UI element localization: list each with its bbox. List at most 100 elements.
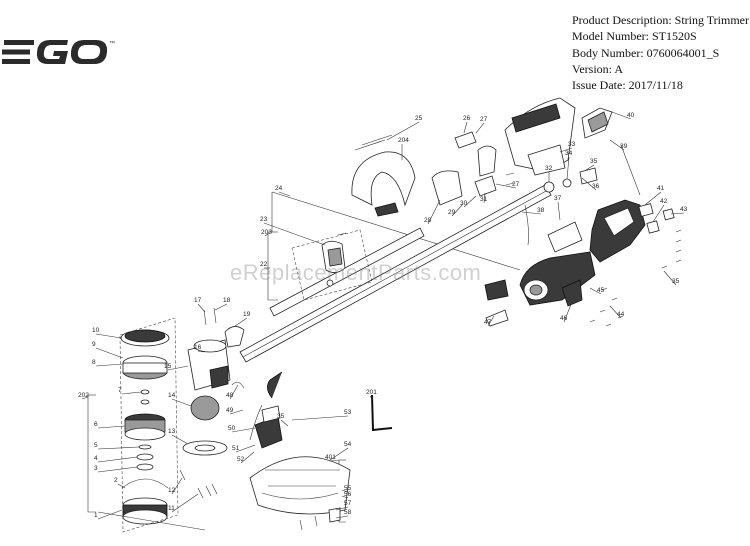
callout-number: 54 <box>344 441 352 448</box>
trimmer-head-parts <box>97 317 206 533</box>
callout-leader-line <box>264 233 269 237</box>
callout-number: 58 <box>344 509 352 516</box>
callout-leader-line <box>240 451 255 464</box>
callout-number: 51 <box>232 445 240 452</box>
callout-number: 38 <box>537 207 545 214</box>
callout-number: 9 <box>92 341 96 348</box>
callout-number: 1 <box>94 512 98 519</box>
callout-number: 26 <box>463 115 471 122</box>
motor-housing <box>484 221 596 327</box>
callout-leader-line <box>475 122 485 134</box>
callout-number: 23 <box>260 216 268 223</box>
callout-number: 49 <box>226 407 234 414</box>
callout-leader-line <box>167 365 189 371</box>
callout-number: 13 <box>168 428 176 435</box>
callout-number: 33 <box>568 141 576 148</box>
callout-number: 44 <box>617 311 625 318</box>
callout-leader-line <box>117 483 126 489</box>
callout-number: 16 <box>194 344 202 351</box>
callout-number: 40 <box>627 112 635 119</box>
callout-leader-line <box>263 222 326 246</box>
product-info-block: Product Description: String Trimmer Mode… <box>572 12 749 93</box>
callout-number: 2 <box>114 477 118 484</box>
callout-number: 22 <box>260 261 268 268</box>
callout-leader-line <box>644 191 662 206</box>
callout-number: 401 <box>325 454 336 461</box>
callout-leader-line <box>97 509 123 520</box>
callout-leader-line <box>171 477 183 495</box>
callout-leader-line <box>97 456 138 463</box>
callout-leader-line <box>121 391 142 395</box>
callout-number: 41 <box>657 185 665 192</box>
callout-leader-line <box>97 425 126 429</box>
control-parts <box>431 131 598 246</box>
issue-date: Issue Date: 2017/11/18 <box>572 78 683 93</box>
callout-number: 203 <box>261 229 272 236</box>
model-number: Model Number: ST1520S <box>572 29 697 44</box>
watermark: eReplacementParts.com <box>230 260 482 285</box>
callout-number: 25 <box>415 115 423 122</box>
shaft-bracket <box>291 229 373 301</box>
callout-leader-line <box>171 434 189 445</box>
callout-number: 10 <box>92 327 100 334</box>
body-number: Body Number: 0760064001_S <box>572 45 720 60</box>
callout-number: 204 <box>398 137 409 144</box>
callout-leader-line <box>609 139 625 151</box>
callout-number: 37 <box>554 195 562 202</box>
callout-leader-line <box>341 495 349 499</box>
guard-204 <box>249 405 351 531</box>
callout-number: 35 <box>672 278 680 285</box>
callout-leader-line <box>171 493 199 513</box>
hex-wrench <box>371 394 393 432</box>
callout-leader-line <box>214 303 228 311</box>
callout-leader-line <box>611 111 632 120</box>
guard-203 <box>351 134 416 217</box>
callout-leader-line <box>463 195 477 208</box>
version: Version: A <box>572 61 623 76</box>
callout-leader-line <box>95 347 124 359</box>
callout-leader-line <box>609 305 622 319</box>
callout-leader-line <box>670 212 685 215</box>
callout-leader-line <box>280 419 289 427</box>
callout-leader-line <box>197 350 205 353</box>
callout-leader-line <box>652 204 665 223</box>
callout-number: 43 <box>680 206 688 213</box>
callout-number: 55 <box>344 485 352 492</box>
handle-housing <box>504 97 613 176</box>
gear-head <box>179 307 245 499</box>
callout-leader-line <box>335 506 349 511</box>
callout-number: 56 <box>344 491 352 498</box>
callout-number: 202 <box>78 392 89 399</box>
callout-number: 34 <box>565 150 573 157</box>
callout-number: 29 <box>448 209 456 216</box>
callout-number: 11 <box>168 505 175 512</box>
callout-number: 31 <box>480 196 488 203</box>
callout-number: 48 <box>226 392 234 399</box>
callout-leader-line <box>229 384 239 400</box>
callout-leader-line <box>341 489 349 493</box>
callout-number: 4 <box>94 455 98 462</box>
callout-leader-line <box>386 121 420 141</box>
callout-leader-line <box>451 203 464 217</box>
callout-leader-line <box>229 409 244 415</box>
callout-number: 35 <box>590 158 598 165</box>
callout-leader-line <box>329 447 349 461</box>
callout-number: 17 <box>194 297 202 304</box>
callout-number: 5 <box>94 442 98 449</box>
callout-number: 32 <box>545 165 553 172</box>
callout-number: 45 <box>597 287 605 294</box>
callout-number: 50 <box>228 425 236 432</box>
callout-leader-line <box>171 398 192 407</box>
callout-number: 8 <box>92 359 96 366</box>
callout-leader-line <box>495 183 517 189</box>
callout-number: 6 <box>94 421 98 428</box>
trademark-mark: ™ <box>109 40 115 47</box>
screw-set <box>589 229 682 327</box>
callout-number: 53 <box>344 409 352 416</box>
callout-leader-line <box>197 303 206 313</box>
callout-leader-line <box>97 446 140 450</box>
callout-leader-line <box>95 363 124 367</box>
callout-number: 15 <box>164 363 172 370</box>
